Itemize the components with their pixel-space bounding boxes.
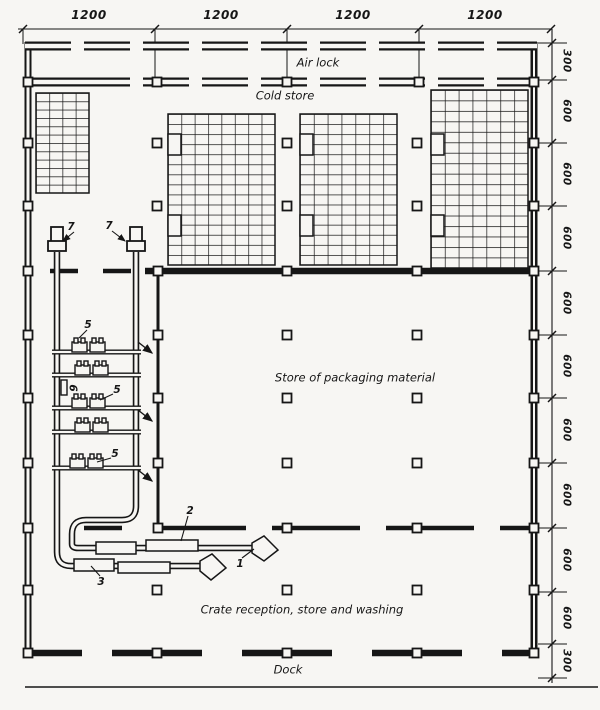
dim-right-9: 600: [560, 548, 573, 572]
device-6-box: [60, 379, 68, 396]
dim-right-5: 600: [560, 291, 573, 315]
elevator-head-right: [126, 226, 146, 252]
dim-top-4: 1200: [467, 8, 503, 22]
dim-right-4: 600: [560, 226, 573, 250]
dim-right-3: 600: [560, 162, 573, 186]
room-label-dock: Dock: [273, 662, 303, 677]
callout-3: 3: [97, 575, 105, 588]
funnel-1: [251, 535, 280, 562]
rack-block-b: [299, 113, 398, 266]
dim-right-8: 600: [560, 483, 573, 507]
discharge-funnels: [199, 535, 280, 581]
rack-small-west: [35, 92, 90, 194]
dim-top-2: 1200: [203, 8, 239, 22]
funnel-2: [199, 553, 228, 581]
dim-right-1: 300: [560, 49, 573, 73]
callout-leaders: [62, 230, 255, 577]
conveyor-units: [73, 539, 199, 574]
rack-block-c: [430, 89, 529, 269]
room-label-crate-area: Crate reception, store and washing: [200, 602, 404, 617]
annotation-lines: [62, 230, 255, 577]
dim-right-10: 600: [560, 606, 573, 630]
dimension-lines: [18, 24, 567, 683]
callout-2: 2: [186, 504, 194, 517]
callout-6: 6: [66, 384, 79, 392]
walls: [24, 41, 598, 688]
storage-racks: [35, 89, 529, 269]
dim-right-7: 600: [560, 418, 573, 442]
callout-5a: 5: [84, 318, 92, 331]
callout-5b: 5: [113, 383, 121, 396]
room-label-packaging-store: Store of packaging material: [274, 370, 436, 385]
washing-machines: [69, 337, 109, 469]
rack-notches: [167, 133, 445, 237]
room-label-cold-store: Cold store: [255, 88, 315, 103]
room-label-air-lock: Air lock: [296, 55, 340, 70]
conveyor-system: [47, 226, 280, 581]
callout-1: 1: [236, 557, 244, 570]
dim-right-6: 600: [560, 354, 573, 378]
flow-arrows: [137, 341, 154, 482]
dim-top-1: 1200: [71, 8, 107, 22]
elevator-head-left: [47, 226, 67, 252]
dim-right-2: 600: [560, 99, 573, 123]
callout-7-left: 7: [67, 220, 75, 233]
callout-7-right: 7: [105, 219, 113, 232]
dim-top-3: 1200: [335, 8, 371, 22]
dim-right-11: 300: [560, 649, 573, 673]
callout-5c: 5: [111, 447, 119, 460]
rack-block-a: [167, 113, 276, 266]
